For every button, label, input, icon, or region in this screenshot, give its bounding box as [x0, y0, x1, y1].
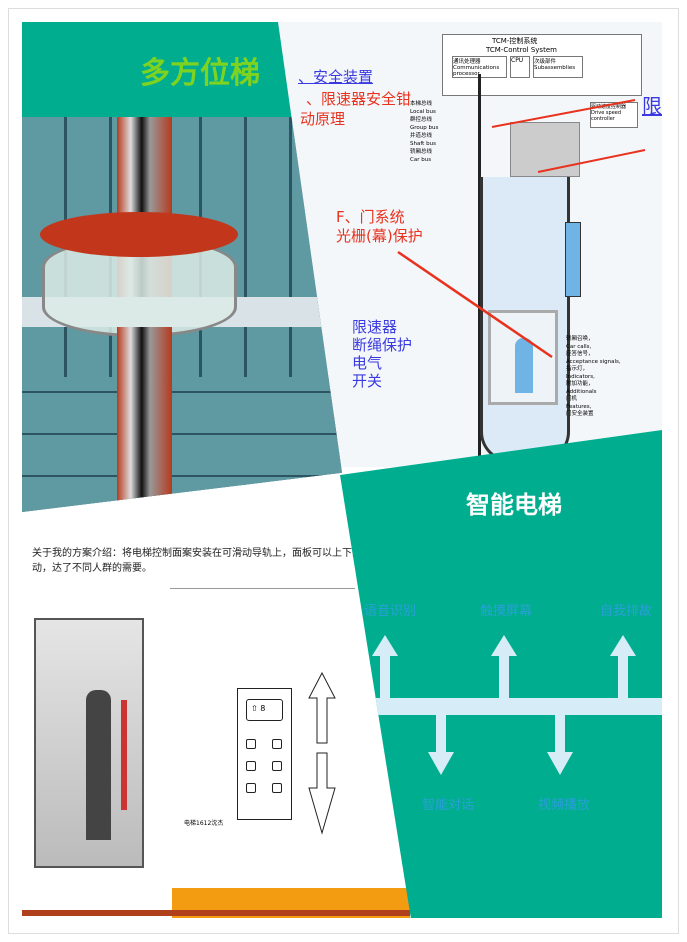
car-feature: Additionals — [566, 388, 597, 395]
feature-video-playback: 视频播放 — [538, 798, 591, 813]
machine-base — [510, 122, 580, 177]
car-feature: 门机 — [566, 396, 578, 402]
slide-title: 多方位梯 — [140, 56, 260, 91]
counterweight — [565, 222, 581, 297]
control-panel-sketch: ⇧ 8 — [237, 688, 292, 820]
door-note-line: F、门系统 — [336, 208, 405, 226]
safety-device-note: 、安全装置 — [298, 68, 374, 86]
cpu-box: CPU — [510, 56, 530, 78]
car-bus-line — [478, 74, 481, 464]
door-system-note: F、门系统光栅(幕)保护 — [336, 208, 423, 246]
right-label: 限 — [642, 94, 662, 118]
button-grid — [246, 739, 284, 793]
cabin-roof-flag — [40, 212, 238, 257]
car-feature: 门安全装置 — [566, 411, 594, 417]
system-title-en: TCM-Control System — [486, 46, 557, 54]
door-note-line: 光栅(幕)保护 — [336, 227, 423, 245]
elevator-car-sketch — [34, 618, 144, 868]
smart-elevator-title: 智能电梯 — [466, 491, 562, 519]
feature-arrows — [360, 635, 662, 775]
principle-note: 动原理 — [300, 110, 346, 128]
governor-note-line: 电气 — [352, 354, 383, 372]
bus-legend-item: 井道总线 Shaft bus — [410, 133, 436, 147]
car-feature: Features, — [566, 403, 592, 410]
control-system-diagram: TCM-控制系统 TCM-Control System 通讯处理器 Commun… — [270, 22, 662, 467]
car-feature: 轿厢召唤， — [566, 336, 594, 342]
proposal-intro: 关于我的方案介绍：将电梯控制面案安装在可滑动导轨上，面板可以上下滑动，达了不同人… — [32, 548, 362, 574]
governor-note: 、限速器安全钳 — [306, 90, 412, 108]
multi-direction-elevator-slide: 多方位梯 — [22, 22, 342, 512]
bus-legend: 本梯总线 Local bus 群控总线 Group bus 井道总线 Shaft… — [410, 100, 440, 164]
bus-legend-item: 群控总线 Group bus — [410, 117, 439, 131]
panel-button[interactable] — [272, 739, 282, 749]
system-title-cn: TCM-控制系统 — [492, 37, 538, 45]
panel-button[interactable] — [272, 783, 282, 793]
person-sketch — [86, 690, 111, 840]
floor-number: 8 — [260, 704, 266, 713]
panel-button[interactable] — [246, 739, 256, 749]
up-down-arrows-icon — [308, 671, 336, 835]
feature-self-diagnosis: 自我排故 — [600, 604, 653, 619]
governor-note-line: 限速器 — [352, 318, 398, 336]
elevator-illustration — [22, 117, 342, 512]
lower-rail — [117, 327, 172, 512]
collage-frame — [8, 8, 679, 934]
footer-bar — [22, 910, 410, 916]
panel-button[interactable] — [272, 761, 282, 771]
car-feature: 应答信号， — [566, 351, 594, 357]
governor-note-line: 开关 — [352, 372, 383, 390]
feature-voice-recognition: 语音识别 — [364, 604, 417, 619]
smart-elevator-slide: 智能电梯 语音识别 触摸屏幕 自我排故 智能对话 视频播放 — [340, 430, 662, 918]
caption: 电梯1612沈杰 — [184, 820, 224, 827]
bus-legend-item: 本梯总线 Local bus — [410, 101, 436, 115]
car-feature: 附加功能， — [566, 381, 594, 387]
panel-button[interactable] — [246, 761, 256, 771]
feature-touch-screen: 触摸屏幕 — [480, 604, 533, 619]
car-feature: Indicators, — [566, 373, 595, 380]
governor-switch-note: 限速器断绳保护电气开关 — [352, 318, 412, 390]
divider — [170, 588, 355, 589]
control-system-box — [442, 34, 642, 96]
up-arrow-icon: ⇧ — [251, 704, 258, 713]
governor-note-line: 断绳保护 — [352, 336, 413, 354]
car-feature: Acceptance signals, — [566, 358, 621, 365]
elevator-car — [488, 310, 558, 405]
car-features-list: 轿厢召唤，Car calls,应答信号，Acceptance signals,指… — [566, 336, 621, 419]
car-feature: Car calls, — [566, 343, 592, 350]
sliding-panel-proposal: 关于我的方案介绍：将电梯控制面案安装在可滑动导轨上，面板可以上下滑动，达了不同人… — [22, 518, 410, 918]
feature-smart-dialog: 智能对话 — [422, 798, 475, 813]
car-feature: 指示灯， — [566, 366, 589, 372]
floor-display: ⇧ 8 — [246, 699, 283, 721]
person-icon — [515, 338, 533, 393]
sliding-rail — [121, 700, 127, 810]
red-arrows — [397, 99, 646, 359]
panel-button[interactable] — [246, 783, 256, 793]
bus-legend-item: 轿厢总线 Car bus — [410, 149, 433, 163]
subassemblies-box: 次级部件 Subassemblies — [533, 56, 583, 78]
